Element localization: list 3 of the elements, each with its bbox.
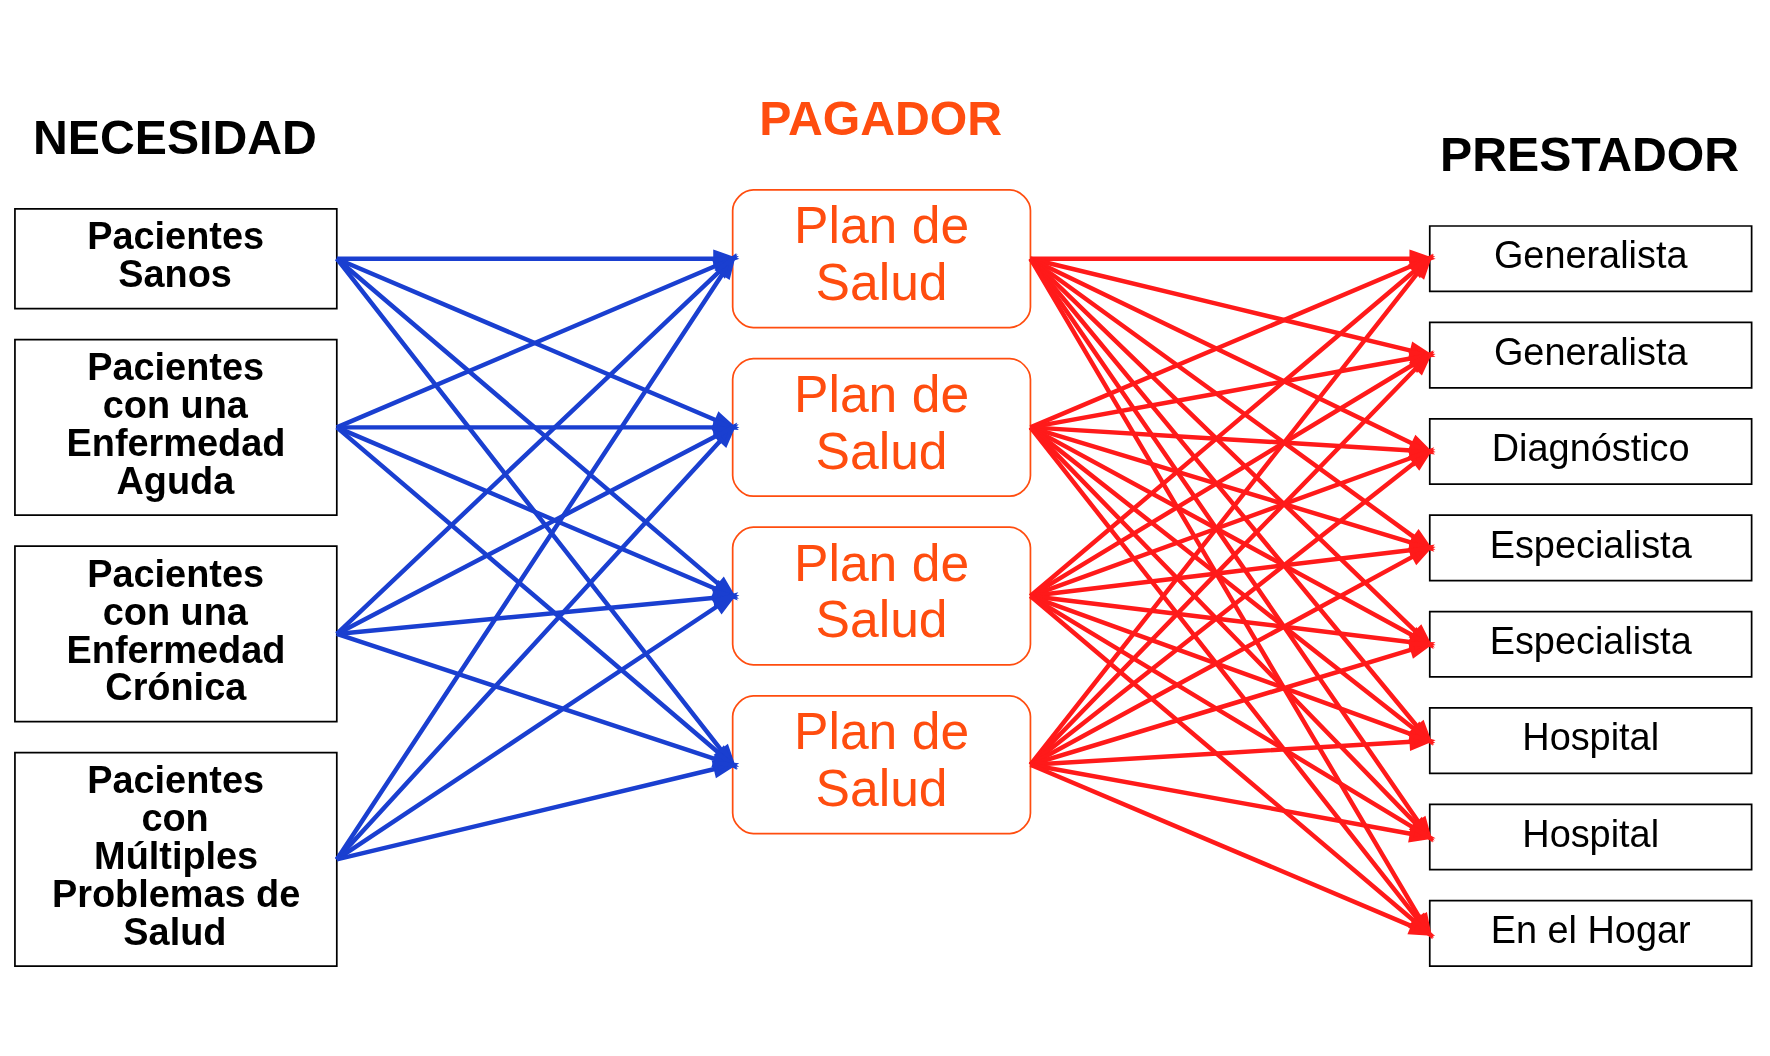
label: PAGADOR: [759, 90, 1003, 145]
label: NECESIDAD: [33, 109, 317, 164]
label: PRESTADOR: [1440, 126, 1740, 181]
